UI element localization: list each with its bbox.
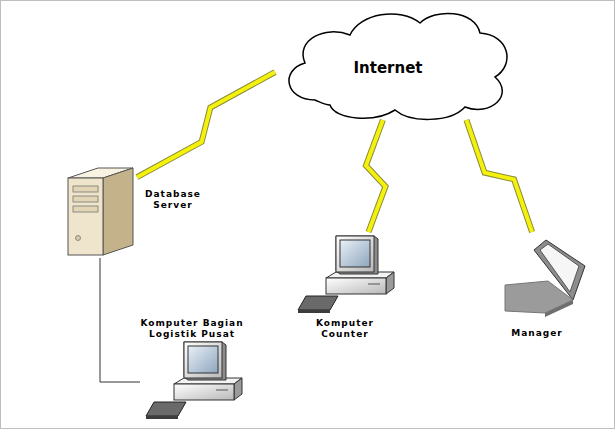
bolt-outline [366,120,386,232]
bolt-outline [466,120,532,232]
node-label: Internet [275,59,501,77]
wireless-link [137,72,275,177]
device-node: Komputer Bagian Logistik Pusat [140,316,250,416]
bolt-outline [137,72,275,177]
node-label: Database Server [140,189,206,211]
node-label: Komputer Bagian Logistik Pusat [132,318,252,340]
cable-link [100,258,140,382]
device-node: Manager [495,232,590,342]
logistics-computer [146,342,242,419]
device-node: Database Server [62,160,137,258]
wireless-link [466,120,532,232]
network-cloud: Internet [275,5,515,120]
bolt-fill [466,120,532,232]
counter-computer [298,236,394,313]
manager-laptop [505,240,585,317]
node-label: Komputer Counter [303,318,387,340]
cable-line [100,258,140,382]
wireless-link [366,120,386,232]
node-label: Manager [495,328,579,339]
bolt-fill [366,120,386,232]
server-tower [68,168,133,255]
bolt-fill [137,72,275,177]
device-node: Komputer Counter [295,232,395,342]
